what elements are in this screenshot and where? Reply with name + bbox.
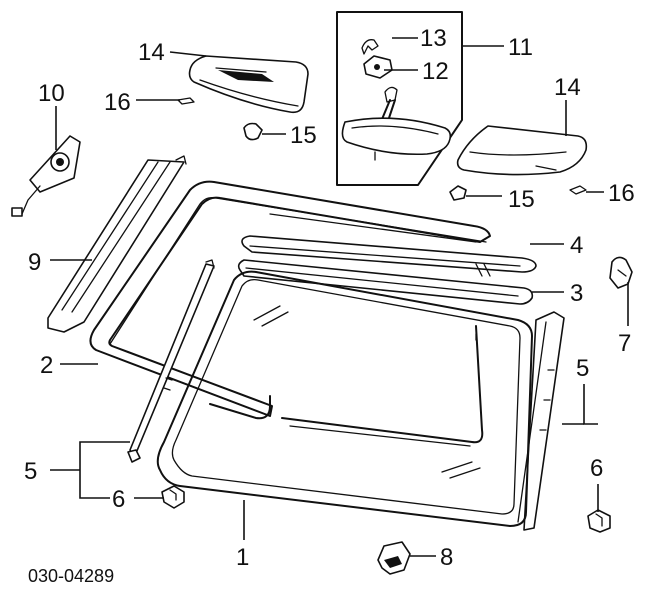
callout-7: 7 — [618, 330, 631, 357]
callout-labels: 13 12 11 14 16 15 10 14 15 16 9 2 4 3 7 … — [24, 25, 635, 586]
part-4-upper-molding — [241, 213, 537, 273]
part-5-side-molding-left — [127, 259, 215, 463]
part-16-clip-left — [177, 97, 195, 105]
part-6-clip-left — [161, 485, 185, 509]
part-5-side-molding-right — [517, 311, 565, 531]
callout-15-right: 15 — [508, 186, 535, 213]
callout-10: 10 — [38, 80, 65, 107]
callout-5-left: 5 — [24, 458, 37, 485]
callout-11: 11 — [508, 34, 533, 61]
part-13-clip — [361, 39, 379, 55]
callout-1: 1 — [236, 544, 249, 571]
callout-16-left: 16 — [104, 89, 131, 116]
callout-16-right: 16 — [608, 180, 635, 207]
callout-6-left: 6 — [112, 486, 125, 513]
part-7-clip — [609, 256, 633, 289]
part-15-clip-left — [243, 122, 263, 141]
part-12-mirror-mount — [363, 55, 393, 79]
diagram-part-code: 030-04289 — [28, 566, 114, 586]
callout-6-right: 6 — [590, 455, 603, 482]
part-15-clip-right — [449, 185, 467, 201]
part-16-clip-right — [569, 185, 587, 195]
callout-2: 2 — [40, 352, 53, 379]
callout-14-left: 14 — [138, 39, 165, 66]
part-8-clip — [377, 541, 411, 575]
callout-4: 4 — [570, 232, 583, 259]
leader-lines — [50, 37, 629, 557]
rearview-mirror — [341, 86, 452, 161]
callout-13: 13 — [420, 25, 447, 52]
part-14-sun-visor-left — [188, 55, 309, 114]
callout-9: 9 — [28, 249, 41, 276]
callout-14-right: 14 — [554, 74, 581, 101]
part-1-windshield-glass — [156, 270, 533, 527]
mirror-inset-box — [336, 11, 463, 186]
part-3-seal-strip — [237, 259, 534, 305]
callout-12: 12 — [422, 58, 449, 85]
part-14-sun-visor-right — [456, 125, 588, 176]
callout-8: 8 — [440, 544, 453, 571]
part-10-bracket — [11, 135, 81, 217]
part-9-pillar-trim — [47, 155, 187, 333]
callout-15-left: 15 — [290, 122, 317, 149]
part-6-clip-right — [587, 509, 611, 533]
callout-5-right: 5 — [576, 355, 589, 382]
part-2-molding-frame — [89, 180, 491, 447]
callout-3: 3 — [570, 280, 583, 307]
